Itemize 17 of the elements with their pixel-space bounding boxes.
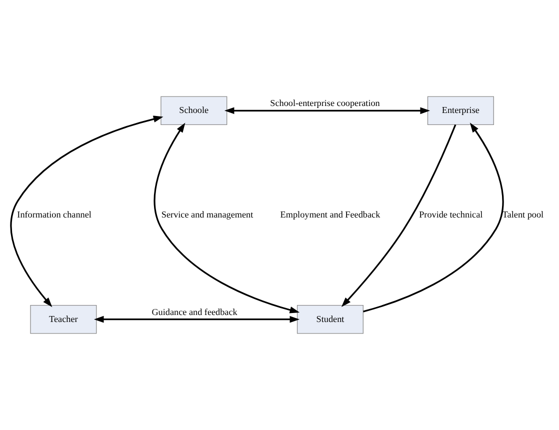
edge-label: Guidance and feedback xyxy=(152,306,238,317)
edge-label: Provide technical xyxy=(419,209,483,220)
edge-label: Talent pool xyxy=(502,209,544,220)
node-box: Teacher xyxy=(30,305,97,334)
arrow xyxy=(363,122,504,312)
arrow xyxy=(10,116,164,308)
arrow xyxy=(154,122,300,314)
arrow xyxy=(94,316,300,323)
arrow xyxy=(341,124,456,308)
node-box: Schoole xyxy=(160,96,228,125)
node-box: Student xyxy=(296,305,364,334)
edge-label: School-enterprise cooperation xyxy=(270,98,380,108)
edge-label: Service and management xyxy=(161,209,254,220)
label: Employment and Feedback xyxy=(280,209,380,220)
edge-label: Information channel xyxy=(17,209,92,220)
arrow xyxy=(224,107,430,114)
node-box: Enterprise xyxy=(427,96,494,125)
